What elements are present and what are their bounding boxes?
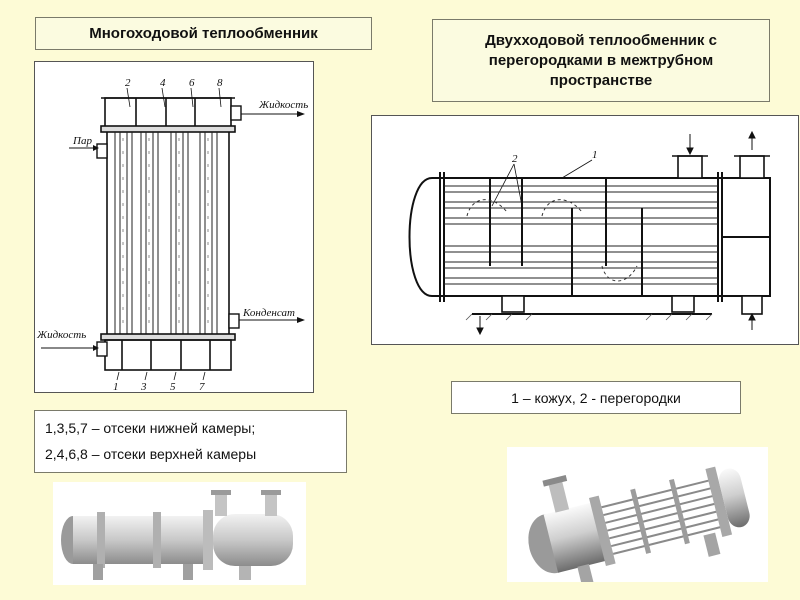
twopass-drawing: 2 1 <box>371 115 799 345</box>
label-steam: Пар <box>72 135 92 147</box>
label-bottom-5: 5 <box>170 381 176 392</box>
render-right-svg <box>528 466 750 589</box>
label-shell-1: 1 <box>592 149 598 161</box>
label-top-6: 6 <box>189 77 195 89</box>
nozzles <box>96 105 242 357</box>
label-top-4: 4 <box>160 77 166 89</box>
render-exchanger-left <box>53 482 306 585</box>
shell <box>106 132 230 334</box>
label-top-2: 2 <box>125 77 131 89</box>
label-liquid-out: Жидкость <box>258 99 308 111</box>
tube-bundle-h <box>444 185 718 285</box>
label-condensate: Конденсат <box>242 307 295 319</box>
label-bottom-7: 7 <box>199 381 205 392</box>
bottom-chamber <box>100 333 236 371</box>
legend-left-box: 1,3,5,7 – отсеки нижней камеры; 2,4,6,8 … <box>34 410 347 473</box>
top-chamber <box>100 97 236 133</box>
legend-left-line2: 2,4,6,8 – отсеки верхней камеры <box>45 446 257 462</box>
label-bottom-1: 1 <box>113 381 119 392</box>
legend-right: 1 – кожух, 2 - перегородки <box>511 389 681 406</box>
legend-right-box: 1 – кожух, 2 - перегородки <box>451 381 741 414</box>
left-title-box: Многоходовой теплообменник <box>35 17 372 50</box>
label-top-8: 8 <box>217 77 223 89</box>
render-exchanger-right <box>507 447 768 589</box>
top-nozzles <box>672 155 770 179</box>
label-partitions-2: 2 <box>512 153 518 165</box>
left-title: Многоходовой теплообменник <box>89 24 318 42</box>
multipass-svg: 2 4 6 8 <box>36 77 308 393</box>
partitions <box>489 178 643 296</box>
twopass-svg: 2 1 <box>408 130 771 336</box>
multipass-drawing: 2 4 6 8 <box>34 61 314 393</box>
render-left-svg <box>61 490 293 580</box>
tube-bundle <box>114 132 218 334</box>
label-bottom-3: 3 <box>140 381 147 392</box>
label-liquid-in: Жидкость <box>36 329 86 341</box>
right-title-box: Двухходовой теплообменник с перегородкам… <box>432 19 770 102</box>
right-title: Двухходовой теплообменник с перегородкам… <box>485 31 717 89</box>
supports <box>501 295 763 315</box>
legend-left-line1: 1,3,5,7 – отсеки нижней камеры; <box>45 420 256 436</box>
